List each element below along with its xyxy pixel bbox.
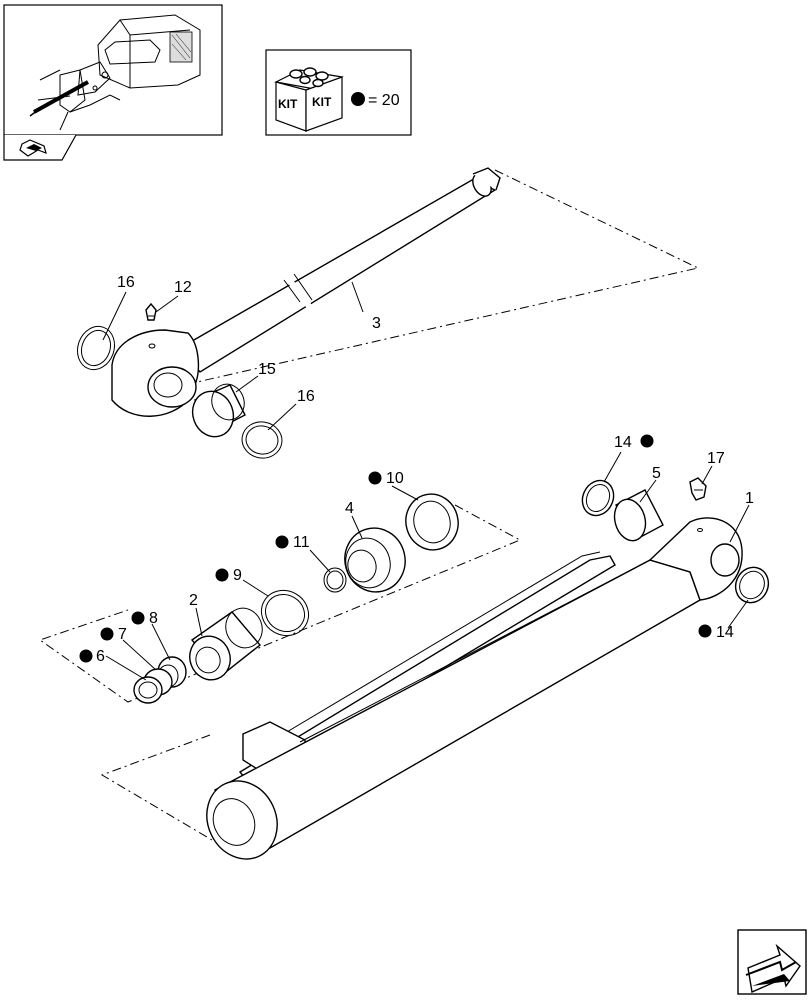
kit-marker-dot (368, 471, 382, 485)
callout-10[interactable]: 10 (386, 470, 404, 487)
callout-14-top[interactable]: 14 (614, 434, 632, 451)
kit-box-label-left: KIT (278, 97, 298, 111)
callout-16-right[interactable]: 16 (297, 388, 315, 405)
callout-14-bottom[interactable]: 14 (716, 624, 734, 641)
kit-marker-dot (79, 649, 93, 663)
kit-marker-dot (640, 434, 654, 448)
callout-1[interactable]: 1 (745, 490, 754, 507)
overview-thumbnail[interactable] (3, 4, 223, 161)
callout-17[interactable]: 17 (707, 450, 725, 467)
previous-page-arrow-icon (19, 139, 47, 157)
tractor-overview-image (29, 14, 201, 131)
kit-marker-dot (215, 568, 229, 582)
kit-marker-dot (131, 611, 145, 625)
circlip-part-16-right (241, 421, 283, 459)
kit-legend: KIT KIT = 20 (265, 49, 412, 136)
piston-kit-outline (38, 504, 522, 703)
wear-ring-part-10 (405, 493, 459, 551)
kit-marker-dot (275, 535, 289, 549)
callout-labels: 16 12 3 15 16 10 4 11 9 2 8 7 6 14 5 17 … (96, 274, 754, 665)
callout-8[interactable]: 8 (149, 610, 158, 627)
piston-rod-part-3 (111, 167, 501, 417)
kit-marker-dot (100, 627, 114, 641)
kit-marker-dot (698, 624, 712, 638)
kit-legend-text: = 20 (368, 92, 400, 109)
callout-11[interactable]: 11 (293, 534, 310, 551)
bushing-part-5 (613, 489, 664, 542)
piston-part-4 (344, 527, 406, 593)
cylinder-barrel-part-1 (206, 517, 743, 860)
previous-page-tab[interactable] (3, 134, 77, 161)
rod-assembly-outline (117, 169, 700, 401)
bushing-part-15 (191, 383, 246, 438)
next-page-arrow-icon (745, 943, 801, 994)
dust-seal-part-14-bottom (734, 566, 770, 604)
callout-9[interactable]: 9 (233, 567, 242, 584)
circlip-part-16-left (76, 325, 116, 371)
leader-lines (102, 281, 750, 681)
next-page-button[interactable] (737, 929, 807, 995)
cylinder-body-outline (100, 734, 213, 841)
callout-4[interactable]: 4 (345, 500, 354, 517)
kit-marker-dot (351, 92, 365, 106)
callout-2[interactable]: 2 (189, 592, 198, 609)
gland-nut-part-2 (189, 607, 263, 681)
callout-16-left[interactable]: 16 (117, 274, 135, 291)
callout-6[interactable]: 6 (96, 648, 105, 665)
callout-5[interactable]: 5 (652, 465, 661, 482)
grease-nipple-part-12 (145, 302, 157, 321)
callout-15[interactable]: 15 (258, 361, 276, 378)
backup-ring-part-9 (260, 589, 310, 637)
callout-12[interactable]: 12 (174, 279, 192, 296)
dust-seal-part-14-top (581, 479, 615, 517)
ring-part-6 (133, 676, 163, 704)
callout-7[interactable]: 7 (118, 626, 127, 643)
kit-box-label-right: KIT (312, 95, 332, 109)
o-ring-part-11 (323, 567, 347, 593)
parts-kit-box-icon: KIT KIT (274, 67, 344, 132)
callout-3[interactable]: 3 (372, 315, 381, 332)
kit-marker-dots (79, 434, 712, 663)
